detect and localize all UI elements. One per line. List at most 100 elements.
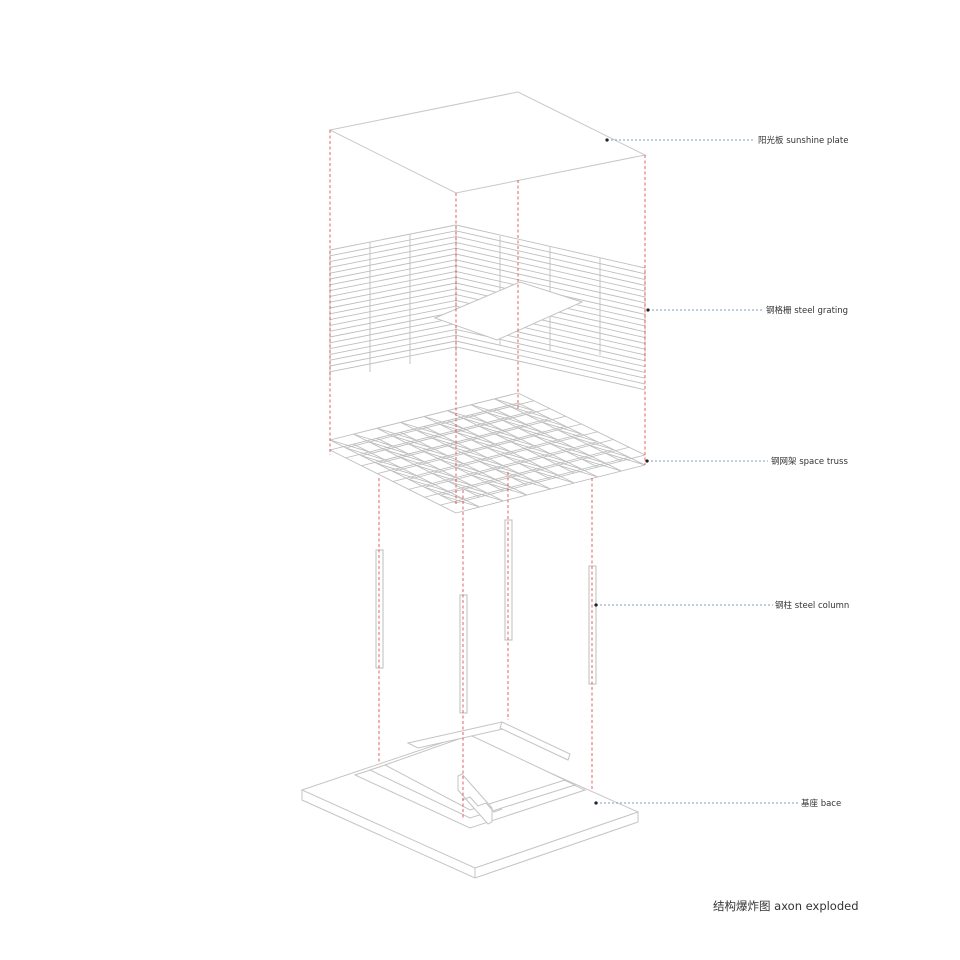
base <box>300 721 640 879</box>
steel-columns <box>375 519 597 714</box>
grating-bar-left <box>329 340 457 367</box>
grating-bar-left <box>329 328 457 355</box>
grating-bar-left <box>329 253 457 280</box>
grating-bar-left <box>329 311 457 338</box>
truss-diagonal <box>510 476 551 490</box>
truss-diagonal <box>440 494 480 508</box>
leader-dot-steel-grating <box>646 308 650 312</box>
truss-diagonal <box>487 482 528 496</box>
truss-diagonal <box>329 439 370 453</box>
base-stair-treads <box>461 796 503 813</box>
grating-bar-left <box>329 224 457 251</box>
truss-diagonal <box>463 417 503 431</box>
truss-diagonal <box>510 441 551 455</box>
truss-diagonal <box>471 439 511 453</box>
grating-bar-left <box>329 346 457 373</box>
truss-diagonal <box>502 419 543 433</box>
base-platform <box>383 734 567 811</box>
steel-column-1 <box>375 549 384 669</box>
grating-bar-left <box>329 236 457 263</box>
grating-bar-left <box>329 259 457 286</box>
truss-diagonal <box>353 433 393 447</box>
truss-diagonal <box>384 449 425 463</box>
truss-diagonal <box>376 427 417 441</box>
label-sunshine-plate: 阳光板 sunshine plate <box>758 136 849 146</box>
grating-bar-left <box>329 294 457 321</box>
truss-diagonal <box>392 435 433 449</box>
sunshine-plate-top-face <box>328 91 647 194</box>
leader-dot-steel-column <box>594 603 598 607</box>
truss-diagonal <box>455 467 496 480</box>
leader-lines <box>596 139 798 804</box>
grating-bar-left <box>329 317 457 344</box>
grating-bar-left <box>329 323 457 350</box>
leader-dot-space-truss <box>645 459 649 463</box>
truss-diagonal <box>487 447 527 461</box>
truss-diagonal <box>377 463 417 476</box>
grating-bar-right <box>455 259 646 304</box>
truss-diagonal <box>550 443 590 456</box>
leader-dot-sunshine-plate <box>605 138 609 142</box>
truss-diagonal <box>361 455 401 469</box>
grating-bar-left <box>329 288 457 315</box>
grating-bar-left <box>329 247 457 274</box>
truss-diagonal <box>439 459 480 472</box>
truss-diagonal <box>408 443 449 457</box>
label-steel-grating: 钢格栅 steel grating <box>766 306 849 316</box>
truss-diagonal <box>557 429 598 443</box>
base-stair-rail <box>457 773 493 825</box>
truss-diagonal <box>589 445 630 458</box>
truss-chord <box>455 454 646 504</box>
diagram-caption: 结构爆炸图 axon exploded <box>713 899 859 913</box>
truss-diagonal <box>541 421 582 435</box>
truss-chord <box>517 392 646 456</box>
sunshine-plate <box>328 91 647 194</box>
truss-diagonal <box>432 472 472 486</box>
truss-diagonal <box>510 406 550 419</box>
truss-diagonal <box>565 451 606 464</box>
truss-diagonal <box>518 427 559 441</box>
truss-diagonal <box>455 431 496 445</box>
truss-diagonal <box>605 452 646 466</box>
grating-bar-right <box>455 247 646 292</box>
truss-diagonal <box>369 441 409 455</box>
truss-diagonal <box>479 425 519 439</box>
grating-bar-left <box>329 282 457 309</box>
grating-bar-left <box>329 276 457 303</box>
truss-diagonal <box>534 470 575 484</box>
truss-diagonal <box>424 451 464 465</box>
truss-diagonal <box>573 437 614 450</box>
truss-diagonal <box>502 455 543 468</box>
truss-diagonal <box>447 410 487 423</box>
grating-bar-right <box>455 224 646 269</box>
truss-diagonal <box>518 462 559 476</box>
grating-bar-left <box>329 334 457 361</box>
grating-bar-right <box>455 230 646 275</box>
grating-bar-right <box>455 334 646 379</box>
truss-diagonal <box>494 398 535 412</box>
steel-column-3 <box>504 519 513 641</box>
truss-diagonal <box>408 478 449 492</box>
leader-dots <box>594 138 650 805</box>
truss-diagonal <box>471 474 512 488</box>
truss-diagonal <box>431 437 472 451</box>
truss-diagonal <box>392 471 433 484</box>
label-steel-column: 钢柱 steel column <box>775 601 850 611</box>
truss-diagonal <box>416 429 456 443</box>
steel-column-4 <box>588 565 597 685</box>
truss-diagonal <box>447 445 488 459</box>
steel-column-2 <box>459 594 468 714</box>
grating-bar-left <box>329 299 457 326</box>
truss-diagonal <box>439 423 480 437</box>
grating-bar-right <box>455 236 646 281</box>
space-truss <box>329 392 646 514</box>
alignment-lines <box>329 130 646 818</box>
grating-bar-left <box>329 230 457 257</box>
grating-bar-left <box>329 270 457 297</box>
truss-diagonal <box>424 486 464 500</box>
truss-diagonal <box>345 447 386 461</box>
grating-bar-right <box>455 241 646 286</box>
truss-diagonal <box>400 457 441 471</box>
truss-diagonal <box>534 435 574 449</box>
